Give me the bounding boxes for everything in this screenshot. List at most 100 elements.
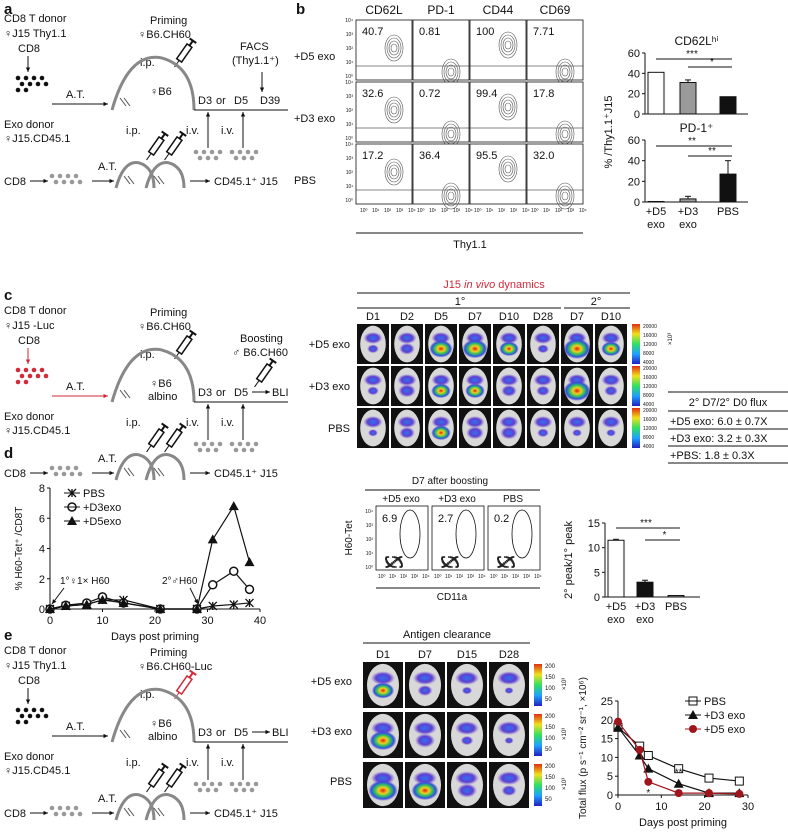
colorbar-unit: ×10³ [562, 778, 568, 790]
flow-plot: 99.4 [469, 81, 527, 143]
signal [368, 429, 378, 437]
signal [413, 721, 437, 735]
y-tick-label: 10³ [346, 94, 354, 100]
day-label: D10 [601, 311, 621, 323]
flow-plot: 36.4 [412, 143, 470, 210]
day-label: D1 [366, 311, 380, 323]
x-tick-label: 10⁴ [522, 208, 530, 214]
event-dot [388, 562, 390, 565]
mouse-tail-mark [157, 807, 165, 817]
bli-image [447, 762, 487, 808]
syringe-plunger [268, 360, 274, 367]
syringe-barrel [165, 135, 183, 157]
event-dot [393, 566, 396, 568]
y-tick-label: 10² [346, 46, 354, 52]
mouse-body [409, 663, 441, 707]
event-dot [394, 560, 397, 563]
bli-image [363, 762, 403, 808]
y-tick-label: 20 [628, 89, 640, 101]
exo-donor-label: Exo donor [4, 751, 54, 763]
y-tick-label: 10³ [346, 156, 354, 162]
contour [555, 182, 575, 210]
signal [461, 686, 473, 695]
exo-arrow-3-head [205, 810, 210, 816]
bli-image [363, 662, 403, 708]
y-tick-label: 0 [634, 109, 640, 121]
signal [572, 429, 582, 437]
event-dot [446, 564, 449, 567]
signal [601, 332, 621, 344]
signal [533, 416, 553, 428]
cell-dot [19, 81, 25, 87]
exo-result-label: CD45.1⁺ J15 [214, 468, 278, 480]
flow-row-label: +D3 exo [294, 113, 335, 125]
y-tick-label: 5 [594, 567, 600, 579]
host-label: ♀B6 [150, 86, 172, 98]
data-point [97, 594, 108, 604]
syringe-barrel [175, 42, 193, 64]
iv-label-1: i.v. [186, 125, 199, 137]
significance-stars: * [646, 788, 650, 799]
exo-donor-label: Exo donor [4, 119, 54, 131]
flow-plot: 17.2 [355, 143, 413, 205]
bli-image [357, 366, 389, 406]
cell-dot [253, 441, 259, 447]
host-mouse-icon [110, 55, 196, 111]
event-dot [510, 559, 513, 562]
event-dot [499, 561, 501, 564]
event-dot [508, 557, 510, 560]
contour [445, 64, 457, 80]
event-dot [503, 556, 506, 558]
x-tick-label: 10⁰ [531, 208, 539, 214]
cell-dot [49, 465, 55, 471]
cd8-label: CD8 [18, 675, 40, 687]
exo-strain-label: ♀J15.CD45.1 [4, 133, 70, 145]
x-tick-label: 10² [400, 574, 408, 580]
x-tick-label: 10³ [510, 208, 518, 214]
exo-mouse-2 [144, 453, 186, 481]
colorbar-tick: 20000 [643, 366, 657, 372]
gate-ellipse [455, 509, 477, 559]
data-point [673, 778, 684, 788]
plot-frame [375, 505, 429, 571]
mouse-tail-mark [127, 807, 135, 817]
contour [445, 126, 457, 142]
y-tick-label: 0 [594, 592, 600, 604]
flow-column-header: CD62L [365, 3, 403, 17]
signal [501, 785, 517, 797]
endpoint-label: BLI [272, 727, 289, 739]
gate-percentage: 17.8 [533, 88, 554, 100]
event-dot [443, 556, 446, 558]
colorbar-tick: 8000 [643, 393, 654, 399]
significance-stars: ** [688, 136, 696, 147]
colorbar-tick: 200 [545, 664, 556, 670]
chart-title: PD-1⁺ [680, 121, 714, 135]
colorbar-tick: 16000 [643, 333, 657, 339]
gate-percentage: 36.4 [419, 150, 440, 162]
significance-stars: ** [708, 146, 716, 157]
contour [500, 158, 516, 180]
imaging-row-label: +D5 exo [311, 676, 352, 688]
mouse-tail-mark [123, 389, 131, 399]
boost-syringe-icon [254, 357, 277, 388]
y-tick-label: 10 [588, 543, 600, 555]
colorbar-unit: ×10³ [668, 333, 674, 345]
flux-table-header: 2° D7/2° D0 flux [689, 397, 768, 409]
data-point [208, 580, 218, 590]
x-tick-label: 10¹ [429, 208, 437, 214]
y-tick-label: 10⁰ [345, 74, 353, 80]
colorbar-tick: 50 [545, 797, 552, 803]
flow-plot: 95.5 [469, 143, 527, 205]
bli-image [527, 366, 559, 406]
cell-dot [73, 465, 79, 471]
series-line [49, 504, 251, 610]
cell-dot [15, 75, 21, 81]
contour [504, 164, 512, 174]
or-label: or [216, 95, 226, 107]
y-tick-label: 60 [628, 135, 640, 147]
colorbar-tick: 100 [545, 686, 556, 692]
syringe-barrel [147, 427, 165, 449]
legend-label: +D5 exo [704, 724, 745, 736]
cell-dot [229, 441, 235, 447]
y-tick-label: 40 [628, 68, 640, 80]
